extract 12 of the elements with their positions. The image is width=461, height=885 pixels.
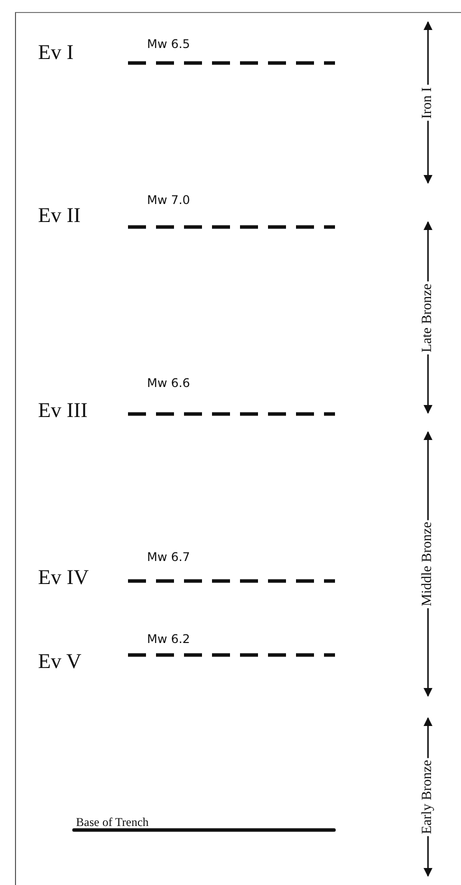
event-label: Ev IV — [38, 565, 89, 590]
base-label: Base of Trench — [76, 815, 149, 830]
event-label: Ev III — [38, 398, 88, 423]
period-label: Early Bronze — [420, 758, 436, 836]
event-label: Ev I — [38, 40, 74, 65]
magnitude-label: Mw 6.2 — [147, 632, 190, 646]
magnitude-label: Mw 6.5 — [147, 37, 190, 51]
magnitude-label: Mw 7.0 — [147, 193, 190, 207]
event-label: Ev II — [38, 203, 81, 228]
magnitude-label: Mw 6.6 — [147, 376, 190, 390]
event-label: Ev V — [38, 649, 82, 674]
magnitude-label: Mw 6.7 — [147, 550, 190, 564]
